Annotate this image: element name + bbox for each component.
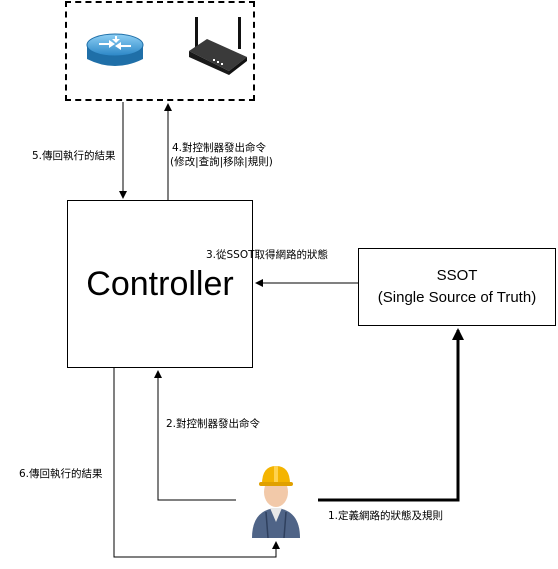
edge-3-label: 3.從SSOT取得網路的狀態 (206, 249, 329, 261)
network-devices-group (65, 1, 255, 101)
edge-2-label: 2.對控制器發出命令 (166, 418, 261, 430)
edge-5-label: 5.傳回執行的結果 (32, 150, 116, 162)
engineer-icon (252, 466, 300, 539)
edge-4-label-line1: 4.對控制器發出命令 (172, 142, 267, 154)
edge-6-line (113, 368, 280, 558)
ssot-title: SSOT (436, 267, 478, 284)
ssot-node: SSOT (Single Source of Truth) (358, 248, 556, 326)
edge-6-label: 6.傳回執行的結果 (19, 468, 103, 480)
ssot-subtitle: (Single Source of Truth) (377, 289, 537, 306)
edge-4-label-line2: (修改|查詢|移除|規則) (170, 156, 273, 168)
wireless-access-point-icon (189, 17, 247, 75)
edge-1-label: 1.定義網路的狀態及規則 (328, 510, 444, 522)
edge-2-line (154, 370, 236, 501)
router-icon (86, 33, 144, 66)
controller-title: Controller (86, 264, 234, 303)
controller-node: Controller (67, 200, 253, 368)
edge-1-line (318, 328, 464, 502)
